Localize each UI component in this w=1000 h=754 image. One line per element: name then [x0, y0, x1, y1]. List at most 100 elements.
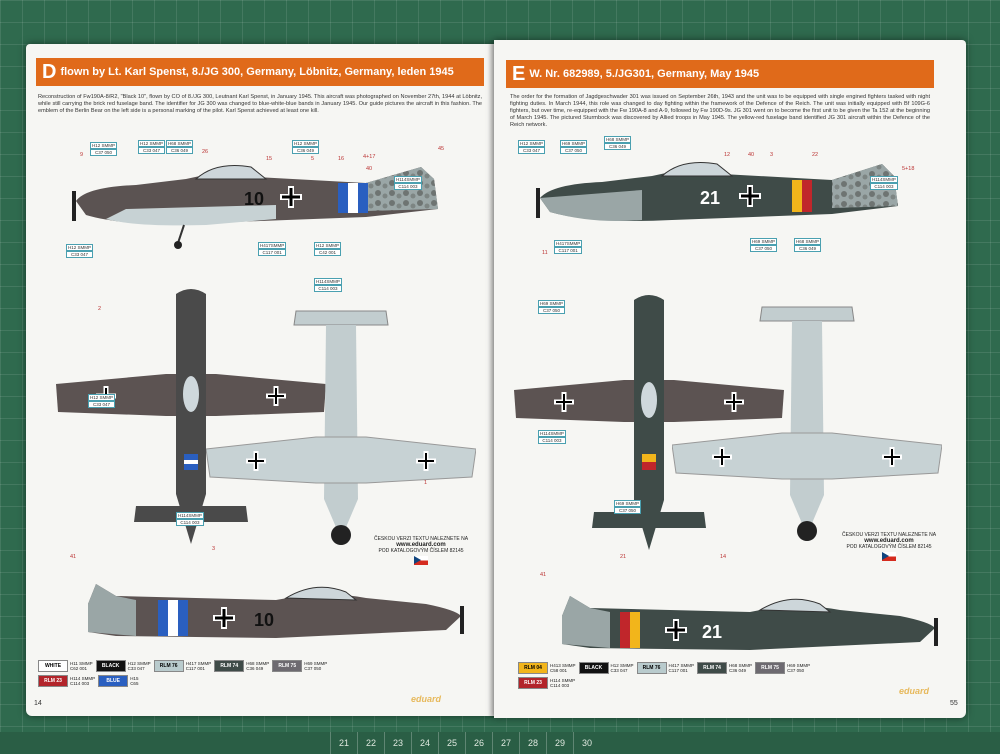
profile-e-banner: E W. Nr. 682989, 5./JG301, Germany, May … — [506, 60, 934, 88]
callout: 40 — [366, 166, 373, 172]
callout: 22 — [812, 152, 819, 158]
profile-title: W. Nr. 682989, 5./JG301, Germany, May 19… — [529, 68, 760, 80]
eduard-link[interactable]: www.eduard.com — [864, 538, 914, 544]
callout: 14 — [720, 554, 727, 560]
swatch-chip: RLM 76 — [153, 660, 184, 672]
callout: 5+18 — [902, 166, 915, 172]
callout: 12 — [724, 152, 731, 158]
callout: 3 — [770, 152, 774, 158]
page-number: 55 — [950, 700, 958, 707]
swatch-chip: BLUE — [98, 675, 129, 687]
callout: 45 — [438, 146, 445, 152]
left-page: D flown by Lt. Karl Spenst, 8./JG 300, G… — [26, 44, 494, 716]
ruler-mark: 29 — [546, 732, 573, 754]
callout: 5 — [311, 156, 315, 162]
right-side-profile-top: 21 — [536, 162, 898, 221]
swatch-chip: BLACK — [95, 660, 126, 672]
callout: 41 — [540, 572, 547, 578]
ruler-mark: 30 — [573, 732, 600, 754]
callout: 9 — [80, 152, 84, 158]
swatch-chip: RLM 04 — [518, 662, 548, 674]
left-bottom-view — [206, 310, 476, 545]
eduard-logo: eduard — [899, 686, 930, 696]
callout: 2 — [98, 306, 102, 312]
profile-letter: E — [512, 62, 526, 85]
profile-letter: D — [42, 60, 57, 83]
czech-note: ČESKOU VERZI TEXTU NALEZNETE NA www.edua… — [824, 532, 954, 563]
eduard-logo: eduard — [411, 694, 442, 704]
swatch-chip: WHITE — [38, 660, 68, 672]
czech-note: ČESKOU VERZI TEXTU NALEZNETE NA www.edua… — [356, 536, 486, 567]
swatch-chip: RLM 76 — [636, 662, 667, 674]
ruler-mark: 23 — [384, 732, 411, 754]
right-top-view — [514, 295, 784, 550]
callout: 3 — [212, 546, 216, 552]
callout: 16 — [338, 156, 345, 162]
fuselage-code: 21 — [700, 188, 720, 208]
ruler-spacer — [0, 732, 330, 754]
fuselage-code-bottom: 10 — [254, 610, 274, 630]
ruler-mark: 22 — [357, 732, 384, 754]
ruler-mark: 28 — [519, 732, 546, 754]
ruler-mark: 21 — [330, 732, 357, 754]
czech-flag-icon — [414, 556, 428, 565]
left-side-profile-bottom: 10 — [88, 584, 464, 638]
left-side-profile-top: 10 — [72, 165, 438, 249]
swatch-chip: BLACK — [578, 662, 609, 674]
page-number: 14 — [34, 700, 42, 707]
callout: 15 — [266, 156, 273, 162]
ruler-mark: 25 — [438, 732, 465, 754]
swatch-chip: RLM 74 — [697, 662, 728, 674]
swatch-chip: RLM 75 — [755, 662, 786, 674]
fuselage-code-bottom: 21 — [702, 622, 722, 642]
profile-intro: Reconstruction of Fw190A-8/R2, "Black 10… — [38, 94, 482, 114]
callout: 21 — [620, 554, 627, 560]
callout: 4+17 — [363, 154, 376, 160]
swatch-chip: RLM 23 — [518, 677, 548, 689]
callout: 11 — [542, 250, 548, 256]
profile-intro: The order for the formation of Jagdgesch… — [510, 94, 930, 128]
eduard-link[interactable]: www.eduard.com — [396, 542, 446, 548]
